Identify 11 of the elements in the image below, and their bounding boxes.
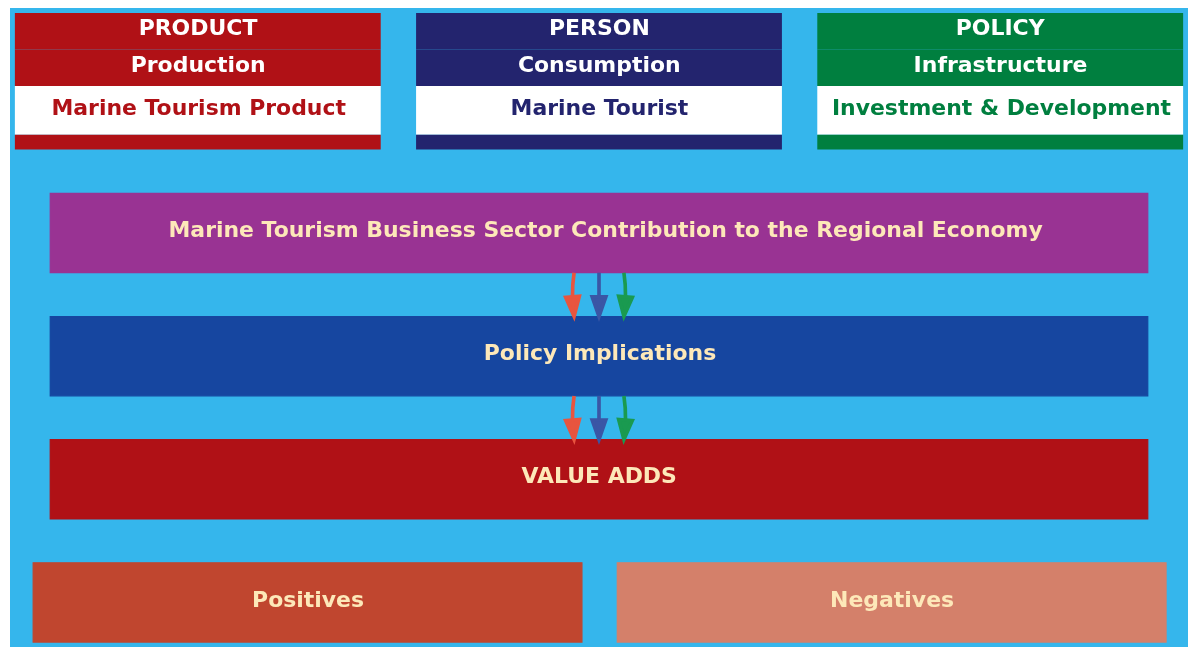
node-box: Policy Implications xyxy=(49,315,1148,397)
node-box: VALUE ADDS xyxy=(49,439,1148,520)
arrow xyxy=(589,272,608,322)
arrow xyxy=(589,395,608,446)
arrow xyxy=(615,395,635,446)
arrow xyxy=(615,272,635,322)
arrow xyxy=(562,395,582,446)
node-box: Negatives xyxy=(616,562,1167,643)
node-box: Marine Tourism Business Sector Contribution to the Regional Economy xyxy=(49,192,1148,274)
node-box: Positives xyxy=(32,562,583,643)
arrow xyxy=(562,272,582,322)
